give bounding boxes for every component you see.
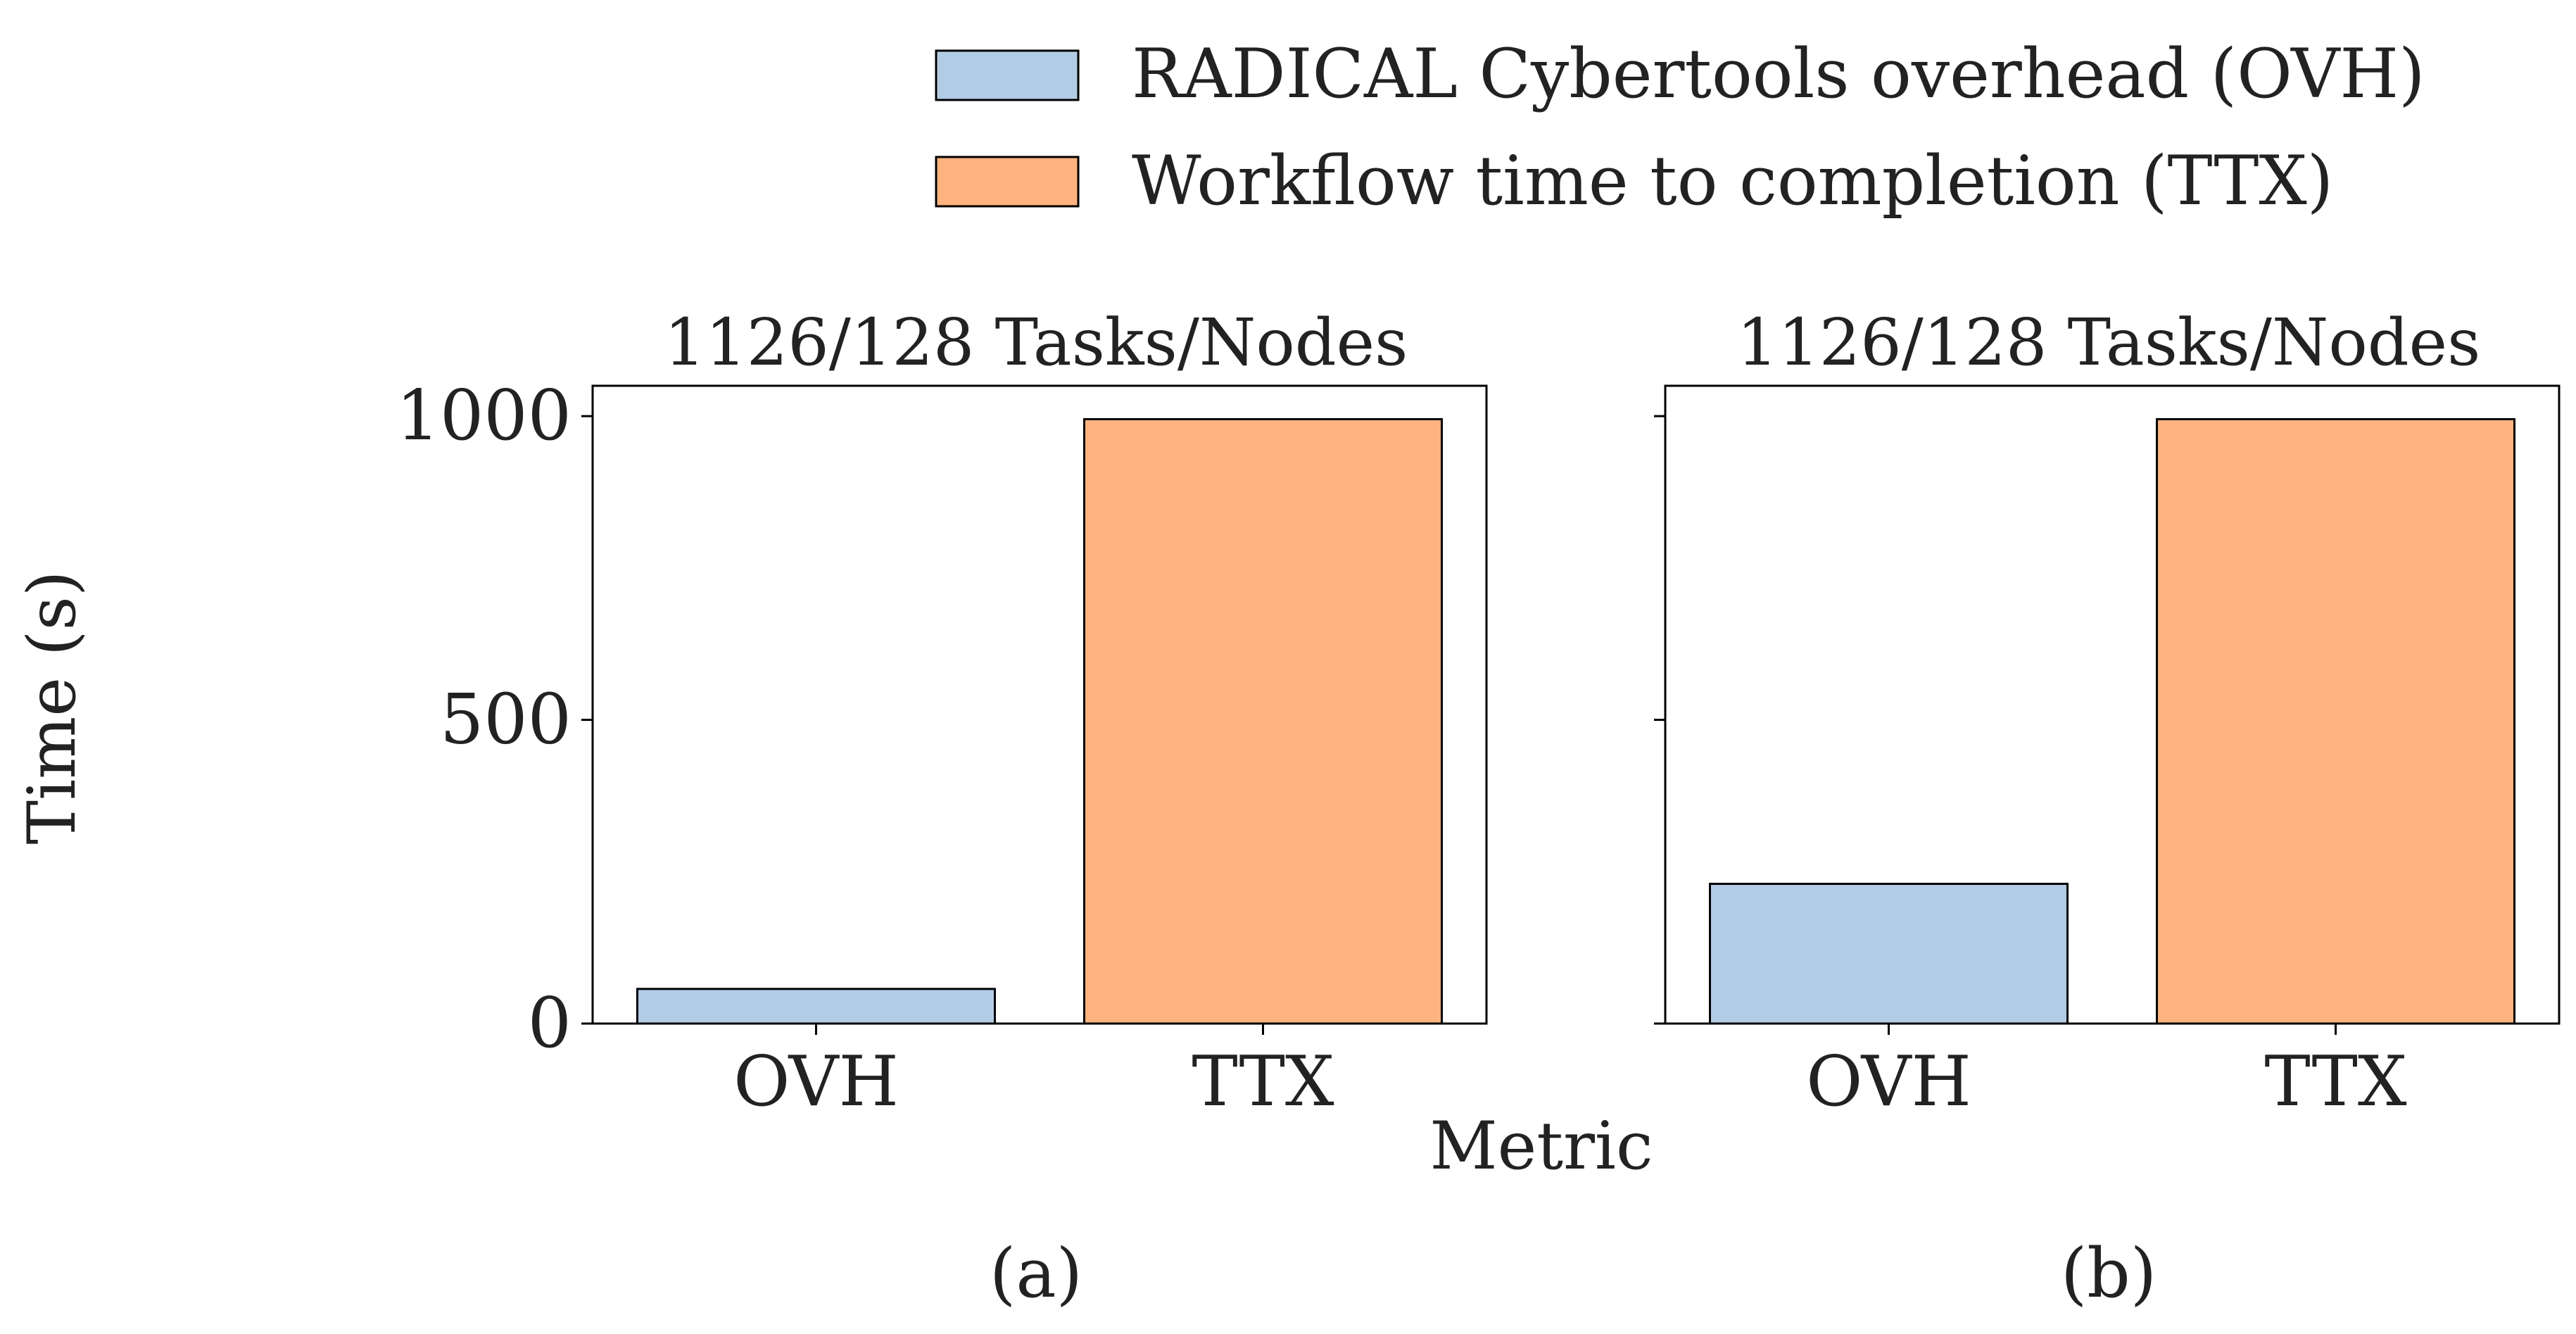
chart-b-frame [1664, 384, 2561, 1025]
y-axis-label: Time (s) [14, 571, 91, 845]
legend-label-ovh: RADICAL Cybertools overhead (OVH) [1132, 34, 2425, 113]
legend-swatch-ovh [935, 49, 1080, 101]
chart-a-yticks: 0 500 1000 [396, 376, 593, 1064]
chart-b-bars [1709, 417, 2515, 1025]
chart-b-bar-ttx [2156, 417, 2515, 1025]
chart-a-bar-ovh [636, 988, 996, 1025]
chart-b-xtick-label: TTX [2264, 1042, 2407, 1122]
legend: RADICAL Cybertools overhead (OVH) Workfl… [935, 34, 2425, 220]
x-axis-label: Metric [1429, 1108, 1653, 1185]
chart-a-bars [636, 417, 1443, 1025]
chart-b-title: 1126/128 Tasks/Nodes [1737, 305, 2481, 380]
chart-b-xticks: OVH TTX [1806, 1024, 2407, 1122]
chart-a: 1126/128 Tasks/Nodes 0 500 1000 OVH TTX (a) [396, 305, 1488, 1313]
legend-label-ttx: Workflow time to completion (TTX) [1132, 141, 2333, 220]
chart-a-xtick-label: OVH [733, 1042, 899, 1122]
chart-a-ytick-label: 500 [440, 680, 572, 760]
chart-a-ytick-label: 0 [528, 983, 572, 1064]
chart-a-xticks: OVH TTX [733, 1024, 1334, 1122]
chart-a-ytick-label: 1000 [396, 376, 572, 456]
chart-a-xtick-label: TTX [1192, 1042, 1334, 1122]
chart-b-panel-label: (b) [2061, 1234, 2157, 1313]
chart-b-xtick-label: OVH [1806, 1042, 1971, 1122]
chart-a-bar-ttx [1083, 417, 1443, 1025]
chart-b: 1126/128 Tasks/Nodes OVH TTX (b) [1654, 305, 2561, 1313]
chart-a-panel-label: (a) [990, 1234, 1082, 1313]
chart-b-yticks [1654, 415, 1665, 1025]
legend-swatch-ttx [935, 156, 1080, 208]
chart-a-frame [591, 384, 1488, 1025]
chart-b-bar-ovh [1709, 883, 2069, 1025]
chart-a-title: 1126/128 Tasks/Nodes [664, 305, 1408, 380]
